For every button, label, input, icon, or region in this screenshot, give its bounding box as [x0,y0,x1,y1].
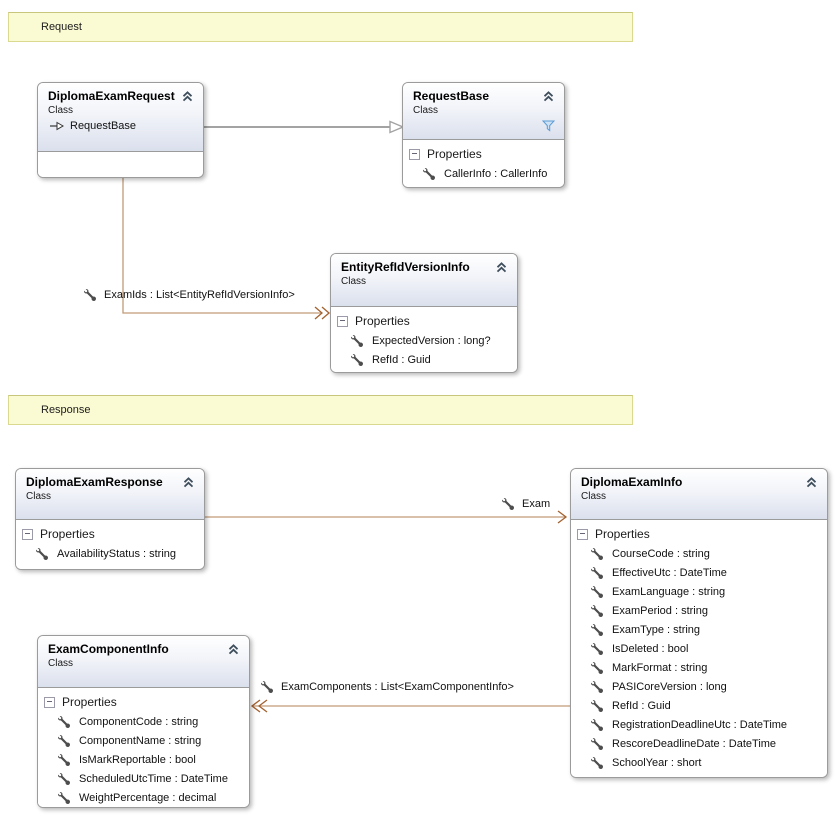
base-type-row[interactable]: RequestBase [48,116,193,132]
wrench-icon [591,605,603,617]
expander-minus-icon[interactable] [22,528,33,540]
wrench-icon [58,716,70,728]
wrench-icon [591,586,603,598]
property-row[interactable]: CourseCode : string [571,544,827,563]
comment-response[interactable]: Response [8,395,633,425]
wrench-icon [591,757,603,769]
wrench-icon [84,289,96,301]
property-row[interactable]: RegistrationDeadlineUtc : DateTime [571,715,827,734]
class-stereotype: Class [581,491,607,502]
class-box-examcomponentinfo[interactable]: ExamComponentInfo Class Properties Compo… [37,635,250,808]
section-title: Properties [62,695,117,709]
property-row[interactable]: ScheduledUtcTime : DateTime [38,769,249,788]
section-title: Properties [427,147,482,161]
properties-section-header[interactable]: Properties [16,523,204,544]
class-box-entityrefidversioninfo[interactable]: EntityRefIdVersionInfo Class Properties … [330,253,518,373]
wrench-icon [591,681,603,693]
wrench-icon [423,168,435,180]
property-row[interactable]: SchoolYear : short [571,753,827,772]
wrench-icon [261,681,273,693]
class-name: DiplomaExamInfo [581,475,683,489]
collapse-chevron-icon[interactable] [227,643,240,656]
exam-connector [205,510,568,524]
collapse-chevron-icon[interactable] [182,476,195,489]
comment-response-label: Response [41,404,91,416]
examids-connector-label[interactable]: ExamIds : List<EntityRefIdVersionInfo> [84,289,295,301]
collapse-chevron-icon[interactable] [495,261,508,274]
collapse-chevron-icon[interactable] [181,90,194,103]
class-name: DiplomaExamResponse [26,475,163,489]
property-row[interactable]: CallerInfo : CallerInfo [403,164,564,183]
class-box-requestbase[interactable]: RequestBase Class Properties CallerInfo … [402,82,565,188]
section-title: Properties [595,527,650,541]
properties-section-header[interactable]: Properties [403,143,564,164]
property-row[interactable]: IsMarkReportable : bool [38,750,249,769]
expander-minus-icon[interactable] [44,696,55,708]
property-row[interactable]: WeightPercentage : decimal [38,788,249,807]
properties-section-header[interactable]: Properties [331,310,517,331]
property-row[interactable]: ComponentName : string [38,731,249,750]
section-title: Properties [355,314,410,328]
property-row[interactable]: RefId : Guid [331,350,517,369]
wrench-icon [502,498,514,510]
property-row[interactable]: EffectiveUtc : DateTime [571,563,827,582]
wrench-icon [58,754,70,766]
inheritance-arrow-icon [50,121,64,131]
wrench-icon [591,567,603,579]
class-stereotype: Class [413,105,439,116]
property-row[interactable]: ComponentCode : string [38,712,249,731]
wrench-icon [591,700,603,712]
property-row[interactable]: ExamPeriod : string [571,601,827,620]
expander-minus-icon[interactable] [409,148,420,160]
collapse-chevron-icon[interactable] [542,90,555,103]
properties-section-header[interactable]: Properties [38,691,249,712]
class-name: RequestBase [413,89,490,103]
base-type-label: RequestBase [70,120,137,132]
wrench-icon [36,548,48,560]
class-stereotype: Class [48,658,74,669]
inheritance-connector [204,120,405,134]
expander-minus-icon[interactable] [337,315,348,327]
property-row[interactable]: ExpectedVersion : long? [331,331,517,350]
property-row[interactable]: ExamType : string [571,620,827,639]
property-row[interactable]: MarkFormat : string [571,658,827,677]
examcomponents-connector [250,699,570,713]
expander-minus-icon[interactable] [577,528,588,540]
comment-request[interactable]: Request [8,12,633,42]
property-row[interactable]: IsDeleted : bool [571,639,827,658]
collapse-chevron-icon[interactable] [805,476,818,489]
properties-section-header[interactable]: Properties [571,523,827,544]
wrench-icon [58,735,70,747]
class-box-diplomaexamrequest[interactable]: DiplomaExamRequest Class RequestBase [37,82,204,178]
section-title: Properties [40,527,95,541]
exam-connector-label[interactable]: Exam [502,498,550,510]
class-box-diplomaexaminfo[interactable]: DiplomaExamInfo Class Properties CourseC… [570,468,828,778]
examcomponents-connector-label[interactable]: ExamComponents : List<ExamComponentInfo> [261,681,514,693]
comment-request-label: Request [41,21,82,33]
class-body-empty [38,151,203,177]
wrench-icon [58,792,70,804]
wrench-icon [591,719,603,731]
wrench-icon [591,548,603,560]
wrench-icon [591,624,603,636]
property-row[interactable]: AvailabilityStatus : string [16,544,204,563]
wrench-icon [591,643,603,655]
filter-icon[interactable] [542,120,555,132]
wrench-icon [351,354,363,366]
property-row[interactable]: PASICoreVersion : long [571,677,827,696]
class-name: EntityRefIdVersionInfo [341,260,470,274]
class-box-diplomaexamresponse[interactable]: DiplomaExamResponse Class Properties Ava… [15,468,205,570]
property-row[interactable]: RescoreDeadlineDate : DateTime [571,734,827,753]
property-row[interactable]: ExamLanguage : string [571,582,827,601]
class-stereotype: Class [48,105,74,116]
wrench-icon [591,738,603,750]
wrench-icon [58,773,70,785]
class-name: ExamComponentInfo [48,642,169,656]
class-stereotype: Class [26,491,52,502]
class-name: DiplomaExamRequest [48,89,175,103]
class-stereotype: Class [341,276,367,287]
wrench-icon [591,662,603,674]
wrench-icon [351,335,363,347]
property-row[interactable]: RefId : Guid [571,696,827,715]
